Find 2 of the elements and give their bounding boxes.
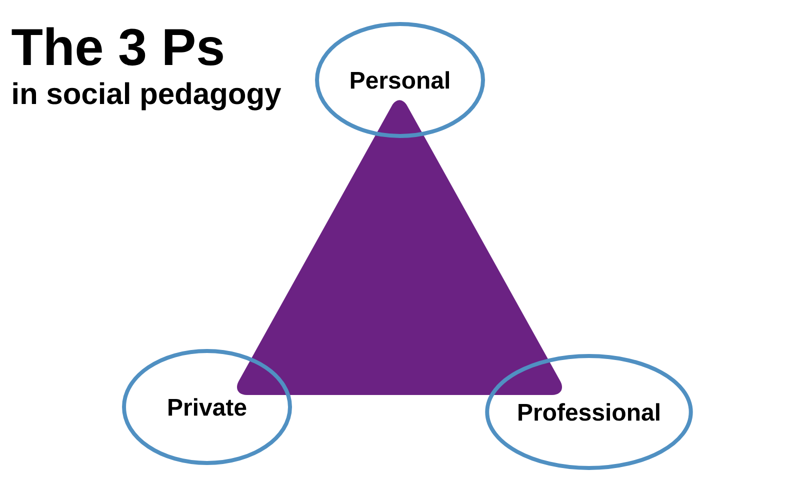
- title: The 3 Ps: [12, 27, 223, 66]
- subtitle: in social pedagogy: [13, 82, 282, 110]
